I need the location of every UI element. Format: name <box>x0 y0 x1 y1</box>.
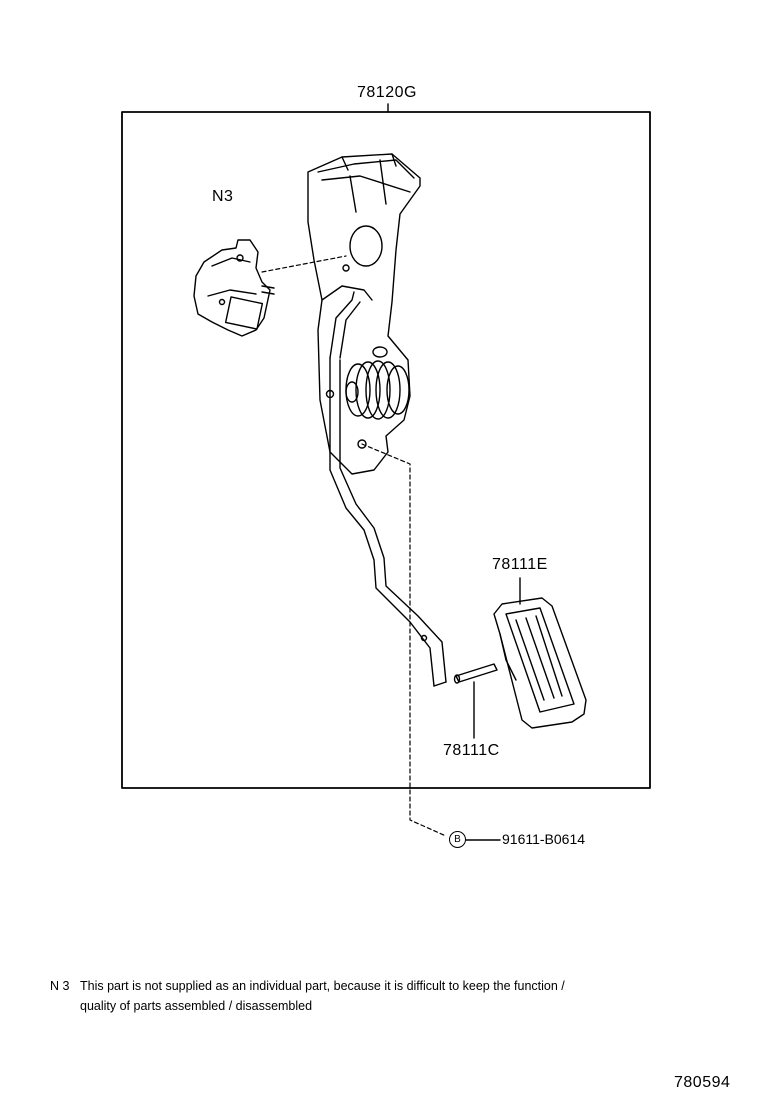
assembly-frame <box>121 111 651 789</box>
assembly-label: 78120G <box>357 84 417 101</box>
throttle-sensor <box>193 239 275 337</box>
pivot-spring <box>345 360 410 420</box>
pedal-pad <box>493 597 587 729</box>
bolt-part-label: 91611-B0614 <box>502 831 586 847</box>
dashed-guides <box>261 255 447 837</box>
pad-label: 78111E <box>492 556 548 573</box>
figure-number: 780594 <box>674 1074 731 1091</box>
note-line-2: quality of parts assembled / disassemble… <box>80 999 313 1013</box>
note-line-1: This part is not supplied as an individu… <box>80 979 565 993</box>
sensor-label: N3 <box>212 188 234 205</box>
note-code: N 3 <box>50 979 70 993</box>
pedal-arm <box>329 291 447 687</box>
pin <box>453 663 498 684</box>
bolt-symbol-icon: B <box>449 831 466 848</box>
pedal-bracket <box>307 153 421 475</box>
pin-label: 78111C <box>443 742 500 759</box>
